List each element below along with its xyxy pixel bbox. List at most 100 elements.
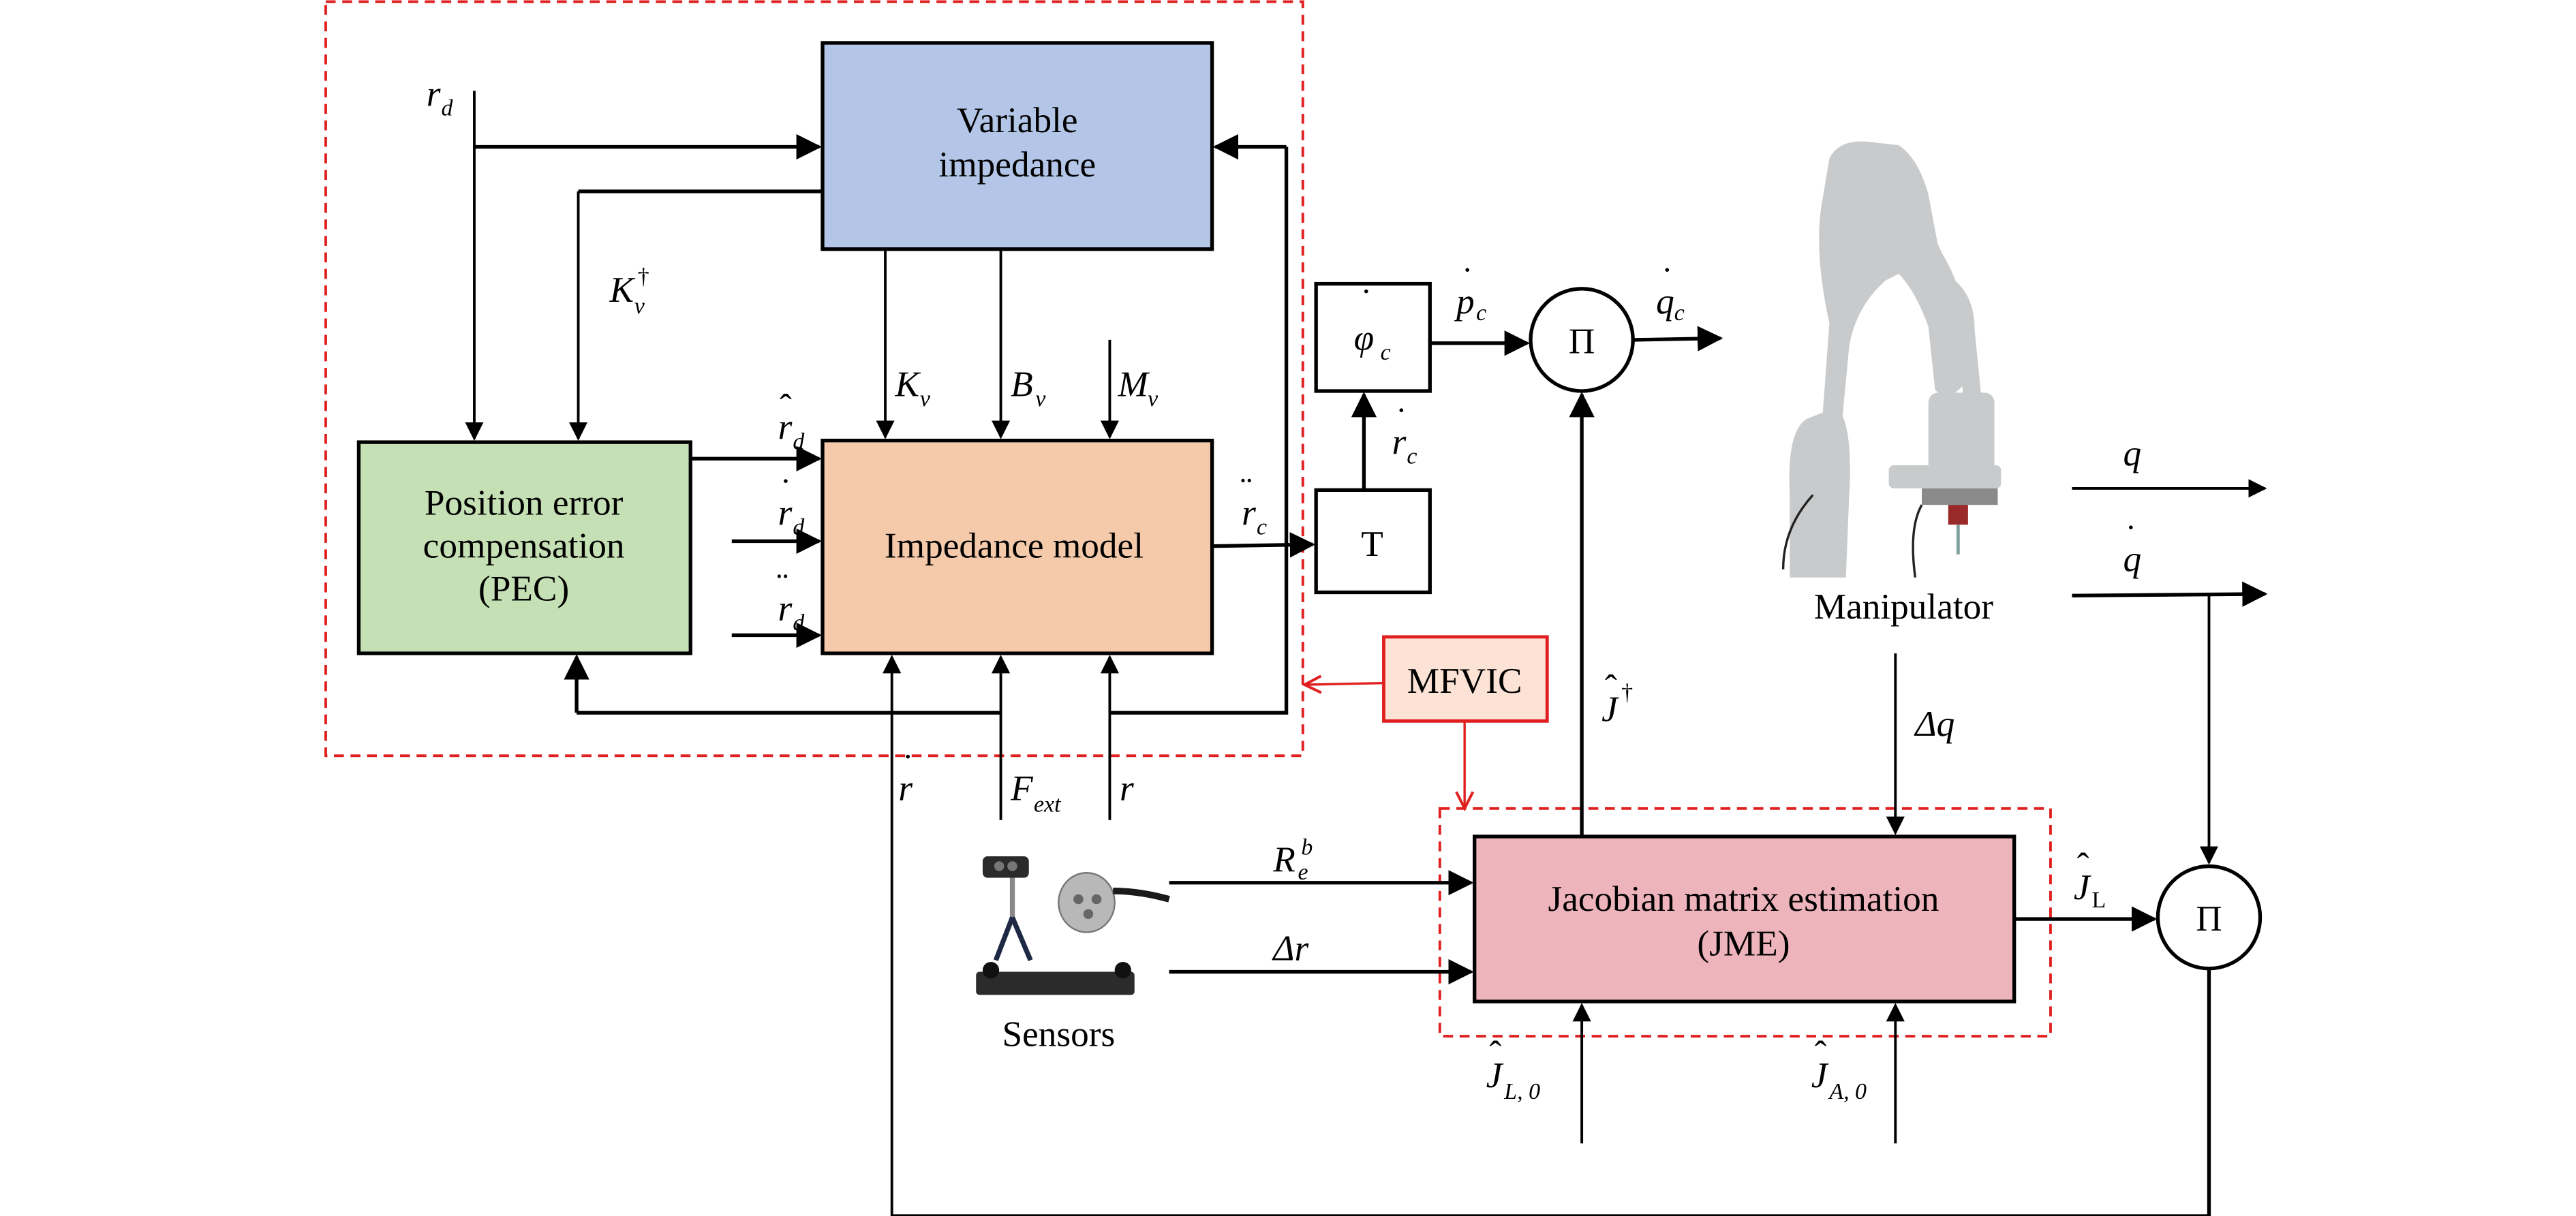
svg-text:F: F	[1010, 768, 1033, 809]
svg-text:c: c	[1407, 444, 1417, 469]
label-p-c-dot: p˙c	[1454, 260, 1486, 326]
pec-label-1: Position error	[425, 483, 624, 523]
svg-text:d: d	[793, 610, 805, 636]
label-q-c-dot: q˙c	[1656, 260, 1685, 326]
svg-text:J: J	[1601, 689, 1619, 729]
svg-text:r: r	[778, 407, 793, 447]
svg-text:˙: ˙	[902, 747, 914, 787]
svg-text:K: K	[895, 364, 921, 404]
svg-text:ˆ: ˆ	[1605, 668, 1617, 708]
svg-text:d: d	[442, 96, 454, 121]
svg-text:r: r	[1120, 768, 1134, 809]
label-j-a0: JˆA, 0	[1811, 1034, 1867, 1104]
variable-impedance-block: Variable impedance	[821, 41, 1214, 251]
svg-text:c: c	[1674, 300, 1685, 326]
svg-text:r: r	[1242, 493, 1256, 533]
svg-text:ext: ext	[1034, 792, 1062, 817]
svg-text:¨: ¨	[1240, 469, 1253, 510]
label-j-l0: JˆL, 0	[1486, 1034, 1540, 1104]
svg-text:v: v	[1148, 386, 1159, 411]
svg-text:Δr: Δr	[1272, 929, 1308, 969]
svg-text:Δq: Δq	[1914, 704, 1954, 744]
manipulator-image: Manipulator	[1781, 141, 2002, 627]
pi-bottom-label: Π	[2196, 899, 2222, 939]
jme-label-1: Jacobian matrix estimation	[1548, 879, 1939, 919]
svg-text:q: q	[1656, 281, 1674, 322]
label-r-c-ddot: r¨c	[1240, 469, 1267, 540]
svg-text:e: e	[1298, 860, 1308, 885]
variable-impedance-label-1: Variable	[957, 100, 1077, 140]
jme-block: Jacobian matrix estimation (JME)	[1473, 835, 2017, 1003]
pi-junction-top: Π	[1529, 287, 1635, 393]
svg-text:r: r	[427, 74, 441, 114]
svg-text:J: J	[1811, 1055, 1829, 1095]
pec-label-3: (PEC)	[478, 569, 569, 609]
label-j-l: JˆL	[2074, 845, 2106, 913]
label-r-d-hat: rˆd	[778, 387, 806, 454]
svg-text:ˆ: ˆ	[1489, 1034, 1501, 1074]
svg-text:v: v	[920, 386, 931, 411]
svg-text:B: B	[1011, 364, 1033, 404]
label-r-d-ddot: r¨d	[776, 565, 805, 636]
svg-text:L: L	[2092, 888, 2106, 913]
label-r: r	[1120, 768, 1134, 809]
svg-text:˙: ˙	[1461, 260, 1473, 300]
svg-text:d: d	[793, 429, 805, 454]
svg-text:r: r	[1392, 422, 1407, 462]
mfvic-impedance-region	[324, 0, 1304, 758]
svg-text:r: r	[778, 493, 793, 533]
pi-junction-bottom: Π	[2156, 864, 2263, 971]
variable-impedance-label-2: impedance	[938, 144, 1096, 185]
sensors-caption: Sensors	[1002, 1014, 1115, 1055]
svg-text:J: J	[2074, 867, 2091, 907]
svg-text:†: †	[638, 264, 649, 290]
camera-tripod-icon	[982, 856, 1033, 962]
robot-arm-icon	[1781, 141, 2002, 578]
svg-text:c: c	[1476, 300, 1486, 326]
mfvic-label: MFVIC	[1407, 661, 1522, 701]
svg-text:p: p	[1454, 281, 1475, 322]
pec-block: Position error compensation (PEC)	[356, 440, 692, 655]
svg-text:ˆ: ˆ	[780, 387, 792, 427]
svg-text:K: K	[609, 270, 636, 310]
mfvic-jme-region	[1438, 807, 2052, 1038]
label-r-dot: r˙	[898, 747, 914, 808]
label-delta-r: Δr	[1272, 929, 1308, 969]
svg-text:˙: ˙	[1661, 260, 1673, 300]
label-j-dagger: Jˆ†	[1601, 668, 1633, 729]
svg-text:˙: ˙	[1395, 401, 1407, 441]
pi-top-label: Π	[1569, 321, 1595, 361]
svg-text:J: J	[1486, 1055, 1504, 1095]
svg-text:R: R	[1272, 839, 1295, 879]
label-r-d-dot: r˙d	[778, 471, 806, 540]
svg-text:v: v	[1035, 386, 1046, 411]
svg-text:q: q	[2123, 539, 2142, 579]
label-q: q	[2123, 433, 2142, 473]
label-delta-q: Δq	[1914, 704, 1954, 744]
t-block: T	[1314, 488, 1432, 595]
mfvic-block: MFVIC	[1304, 635, 1549, 809]
label-r-c-dot: r˙c	[1392, 401, 1417, 469]
svg-text:c: c	[1257, 515, 1267, 540]
connections	[465, 91, 2268, 1216]
mfvic-arrow-left	[1304, 683, 1384, 685]
svg-text:˙: ˙	[2125, 518, 2137, 558]
svg-text:¨: ¨	[776, 565, 788, 606]
svg-text:ˆ: ˆ	[1815, 1034, 1827, 1074]
phi-symbol: φ	[1354, 317, 1374, 358]
sensors-image: Sensors	[976, 856, 1170, 1055]
phi-sub: c	[1381, 340, 1391, 365]
svg-text:b: b	[1301, 835, 1313, 860]
stereo-camera-board-icon	[976, 962, 1135, 995]
svg-text:r: r	[778, 589, 793, 629]
label-q-dot: q˙	[2123, 518, 2142, 579]
jme-label-2: (JME)	[1697, 923, 1790, 963]
svg-text:L, 0: L, 0	[1503, 1079, 1540, 1104]
